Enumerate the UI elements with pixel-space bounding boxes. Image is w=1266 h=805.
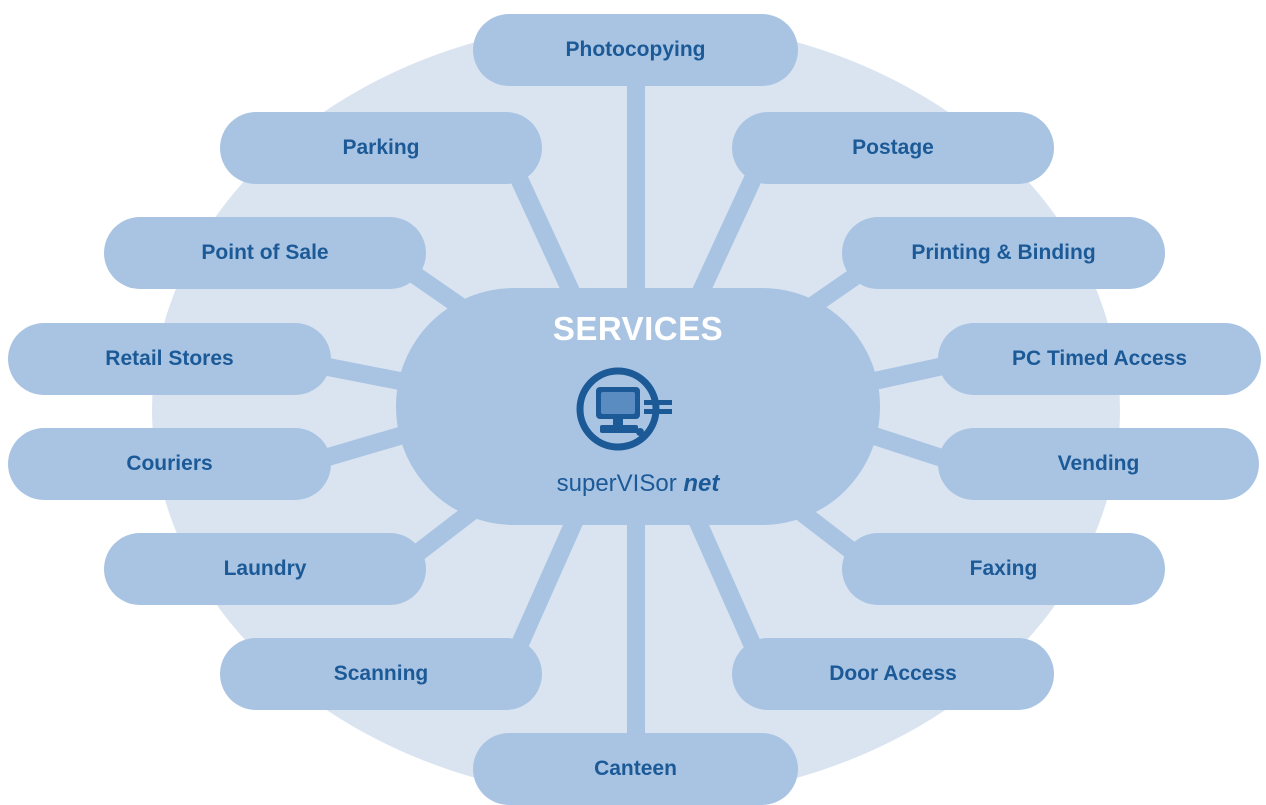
connector-postage <box>688 166 766 304</box>
node-photocopying: Photocopying <box>473 14 798 86</box>
connector-door-access <box>688 516 766 659</box>
node-vending: Vending <box>938 428 1259 500</box>
node-faxing: Faxing <box>842 533 1165 605</box>
services-hub: SERVICES superVISor net <box>396 288 880 525</box>
brand-suffix: net <box>683 470 720 497</box>
node-retail-stores: Retail Stores <box>8 323 331 395</box>
node-door-access: Door Access <box>732 638 1054 710</box>
node-laundry: Laundry <box>104 533 426 605</box>
node-pc-timed-access: PC Timed Access <box>938 323 1261 395</box>
hub-brand: superVISor net <box>396 470 880 498</box>
brand-prefix: superVISor <box>556 470 677 497</box>
hub-title: SERVICES <box>552 310 724 347</box>
node-printing-binding: Printing & Binding <box>842 217 1165 289</box>
connector-parking <box>506 166 584 304</box>
node-canteen: Canteen <box>473 733 798 805</box>
node-parking: Parking <box>220 112 542 184</box>
connector-scanning <box>506 516 584 659</box>
node-postage: Postage <box>732 112 1054 184</box>
node-couriers: Couriers <box>8 428 331 500</box>
node-point-of-sale: Point of Sale <box>104 217 426 289</box>
node-scanning: Scanning <box>220 638 542 710</box>
computer-monitor-icon <box>576 367 672 451</box>
